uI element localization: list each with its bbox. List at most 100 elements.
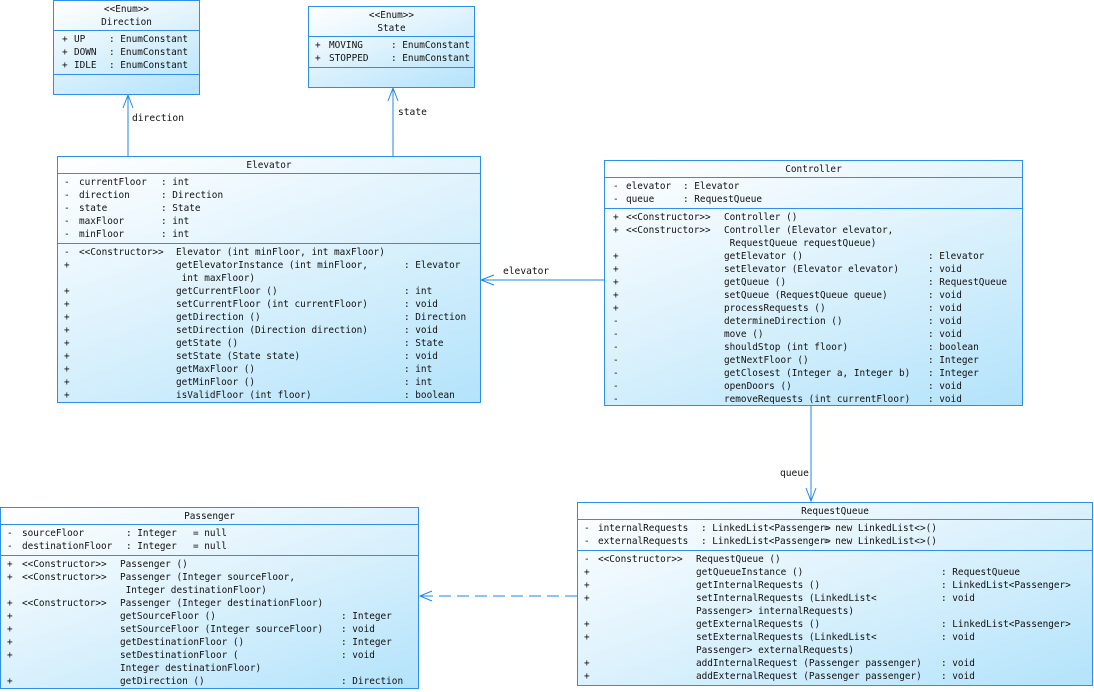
operation-name: Passenger (Integer sourceFloor, Integer … — [120, 572, 295, 596]
operation-row[interactable]: -determineDirection (): void — [613, 315, 1022, 328]
operation-stereo — [22, 623, 120, 636]
operation-stereo — [626, 276, 724, 289]
operation-row[interactable]: +setElevator (Elevator elevator): void — [613, 263, 1022, 276]
attribute-type: : Integer — [126, 528, 177, 539]
operation-name: openDoors () — [724, 381, 792, 392]
attribute-init — [281, 202, 480, 215]
attribute-row[interactable]: -elevator: Elevator — [613, 180, 1022, 193]
operation-row[interactable]: +getElevator (): Elevator — [613, 250, 1022, 263]
attribute-row[interactable]: -state: State — [64, 202, 480, 215]
operation-type: : Integer — [928, 355, 979, 366]
operation-name: getCurrentFloor () — [176, 286, 278, 297]
attribute-row[interactable]: -destinationFloor: Integer= null — [7, 540, 418, 553]
operation-row[interactable]: +setExternalRequests (LinkedList< Passen… — [584, 631, 1092, 657]
operation-row[interactable]: +getMinFloor (): int — [64, 376, 480, 389]
attribute-name: elevator — [626, 181, 672, 192]
operation-row[interactable]: +<<Constructor>>Controller () — [613, 211, 1022, 224]
attribute-row[interactable]: +IDLE: EnumConstant — [62, 59, 199, 72]
operation-stereo — [626, 380, 724, 393]
operation-row[interactable]: +getDirection (): Direction — [64, 311, 480, 324]
attribute-type: : EnumConstant — [109, 60, 189, 71]
attribute-vis: - — [64, 203, 70, 214]
operation-row[interactable]: +setState (State state): void — [64, 350, 480, 363]
attribute-row[interactable]: +UP: EnumConstant — [62, 33, 199, 46]
class-direction[interactable]: <<Enum>>Direction+UP: EnumConstant+DOWN:… — [53, 0, 200, 95]
operation-row[interactable]: -<<Constructor>>Elevator (int minFloor, … — [64, 246, 480, 259]
operation-name: getDirection () — [120, 676, 205, 687]
operation-row[interactable]: +addExternalRequest (Passenger passenger… — [584, 670, 1092, 683]
operation-row[interactable]: +<<Constructor>>Controller (Elevator ele… — [613, 224, 1022, 250]
operation-row[interactable]: +getCurrentFloor (): int — [64, 285, 480, 298]
operations-section: -<<Constructor>>RequestQueue ()+getQueue… — [578, 551, 1092, 685]
operation-name: RequestQueue () — [696, 554, 781, 565]
operation-row[interactable]: -getClosest (Integer a, Integer b): Inte… — [613, 367, 1022, 380]
attribute-row[interactable]: -minFloor: int — [64, 228, 480, 241]
operation-name: shouldStop (int floor) — [724, 342, 849, 353]
class-state[interactable]: <<Enum>>State+MOVING: EnumConstant+STOPP… — [308, 6, 475, 88]
operation-vis: + — [64, 351, 70, 362]
operation-vis: - — [64, 247, 70, 258]
attribute-name: minFloor — [79, 229, 125, 240]
class-stereotype: <<Enum>> — [368, 10, 415, 21]
attribute-row[interactable]: +MOVING: EnumConstant — [315, 39, 474, 52]
operation-row[interactable]: +setDirection (Direction direction): voi… — [64, 324, 480, 337]
operation-row[interactable]: +setDestinationFloor ( Integer destinati… — [7, 649, 418, 675]
operation-name: setSourceFloor (Integer sourceFloor) — [120, 624, 324, 635]
operation-row[interactable]: +getElevatorInstance (int minFloor, int … — [64, 259, 480, 285]
operation-name: getClosest (Integer a, Integer b) — [724, 368, 911, 379]
operation-row[interactable]: +getState (): State — [64, 337, 480, 350]
operation-vis: + — [584, 658, 590, 669]
class-passenger[interactable]: Passenger-sourceFloor: Integer= null-des… — [0, 507, 419, 689]
operation-row[interactable]: +getQueueInstance (): RequestQueue — [584, 566, 1092, 579]
operation-row[interactable]: +<<Constructor>>Passenger (Integer desti… — [7, 597, 418, 610]
operation-row[interactable]: +setSourceFloor (Integer sourceFloor): v… — [7, 623, 418, 636]
attribute-row[interactable]: -externalRequests: LinkedList<Passenger>… — [584, 535, 1092, 548]
attribute-row[interactable]: +STOPPED: EnumConstant — [315, 52, 474, 65]
operation-row[interactable]: +setCurrentFloor (int currentFloor): voi… — [64, 298, 480, 311]
attribute-row[interactable]: -maxFloor: int — [64, 215, 480, 228]
operation-row[interactable]: +processRequests (): void — [613, 302, 1022, 315]
operation-row[interactable]: -removeRequests (int currentFloor): void — [613, 393, 1022, 406]
operation-row[interactable]: +setQueue (RequestQueue queue): void — [613, 289, 1022, 302]
attribute-name: DOWN — [74, 47, 97, 58]
class-elevator[interactable]: Elevator-currentFloor: int-direction: Di… — [57, 156, 481, 403]
attribute-type: : int — [161, 216, 190, 227]
operation-stereo — [626, 250, 724, 263]
operation-type: : void — [404, 299, 438, 310]
operation-type: : State — [404, 338, 444, 349]
operation-row[interactable]: +getDirection (): Direction — [7, 675, 418, 688]
attribute-row[interactable]: -sourceFloor: Integer= null — [7, 527, 418, 540]
operation-row[interactable]: +setInternalRequests (LinkedList< Passen… — [584, 592, 1092, 618]
operation-row[interactable]: +isValidFloor (int floor): boolean — [64, 389, 480, 402]
operation-row[interactable]: -<<Constructor>>RequestQueue () — [584, 553, 1092, 566]
operation-type: : void — [941, 658, 975, 669]
class-requestqueue[interactable]: RequestQueue-internalRequests: LinkedLis… — [577, 502, 1093, 686]
operation-name: getElevatorInstance (int minFloor, int m… — [176, 260, 368, 284]
attribute-vis: - — [584, 523, 590, 534]
operation-row[interactable]: +getInternalRequests (): LinkedList<Pass… — [584, 579, 1092, 592]
attribute-row[interactable]: -direction: Direction — [64, 189, 480, 202]
operation-row[interactable]: -openDoors (): void — [613, 380, 1022, 393]
attribute-row[interactable]: -internalRequests: LinkedList<Passenger>… — [584, 522, 1092, 535]
operation-vis: - — [584, 554, 590, 565]
operation-row[interactable]: +addInternalRequest (Passenger passenger… — [584, 657, 1092, 670]
operation-vis: + — [64, 299, 70, 310]
attribute-row[interactable]: -currentFloor: int — [64, 176, 480, 189]
operation-row[interactable]: +<<Constructor>>Passenger () — [7, 558, 418, 571]
operation-row[interactable]: +getDestinationFloor (): Integer — [7, 636, 418, 649]
attribute-row[interactable]: +DOWN: EnumConstant — [62, 46, 199, 59]
operation-row[interactable]: +getQueue (): RequestQueue — [613, 276, 1022, 289]
operation-row[interactable]: -getNextFloor (): Integer — [613, 354, 1022, 367]
operation-row[interactable]: -shouldStop (int floor): boolean — [613, 341, 1022, 354]
operation-type: : boolean — [928, 342, 979, 353]
attribute-row[interactable]: -queue: RequestQueue — [613, 193, 1022, 206]
attribute-vis: - — [7, 528, 13, 539]
operation-row[interactable]: +<<Constructor>>Passenger (Integer sourc… — [7, 571, 418, 597]
operation-row[interactable]: -move (): void — [613, 328, 1022, 341]
operation-row[interactable]: +getMaxFloor (): int — [64, 363, 480, 376]
operation-type: : int — [404, 377, 433, 388]
class-controller[interactable]: Controller-elevator: Elevator-queue: Req… — [604, 160, 1023, 406]
operation-type: : Direction — [341, 676, 404, 687]
operation-row[interactable]: +getSourceFloor (): Integer — [7, 610, 418, 623]
operation-row[interactable]: +getExternalRequests (): LinkedList<Pass… — [584, 618, 1092, 631]
